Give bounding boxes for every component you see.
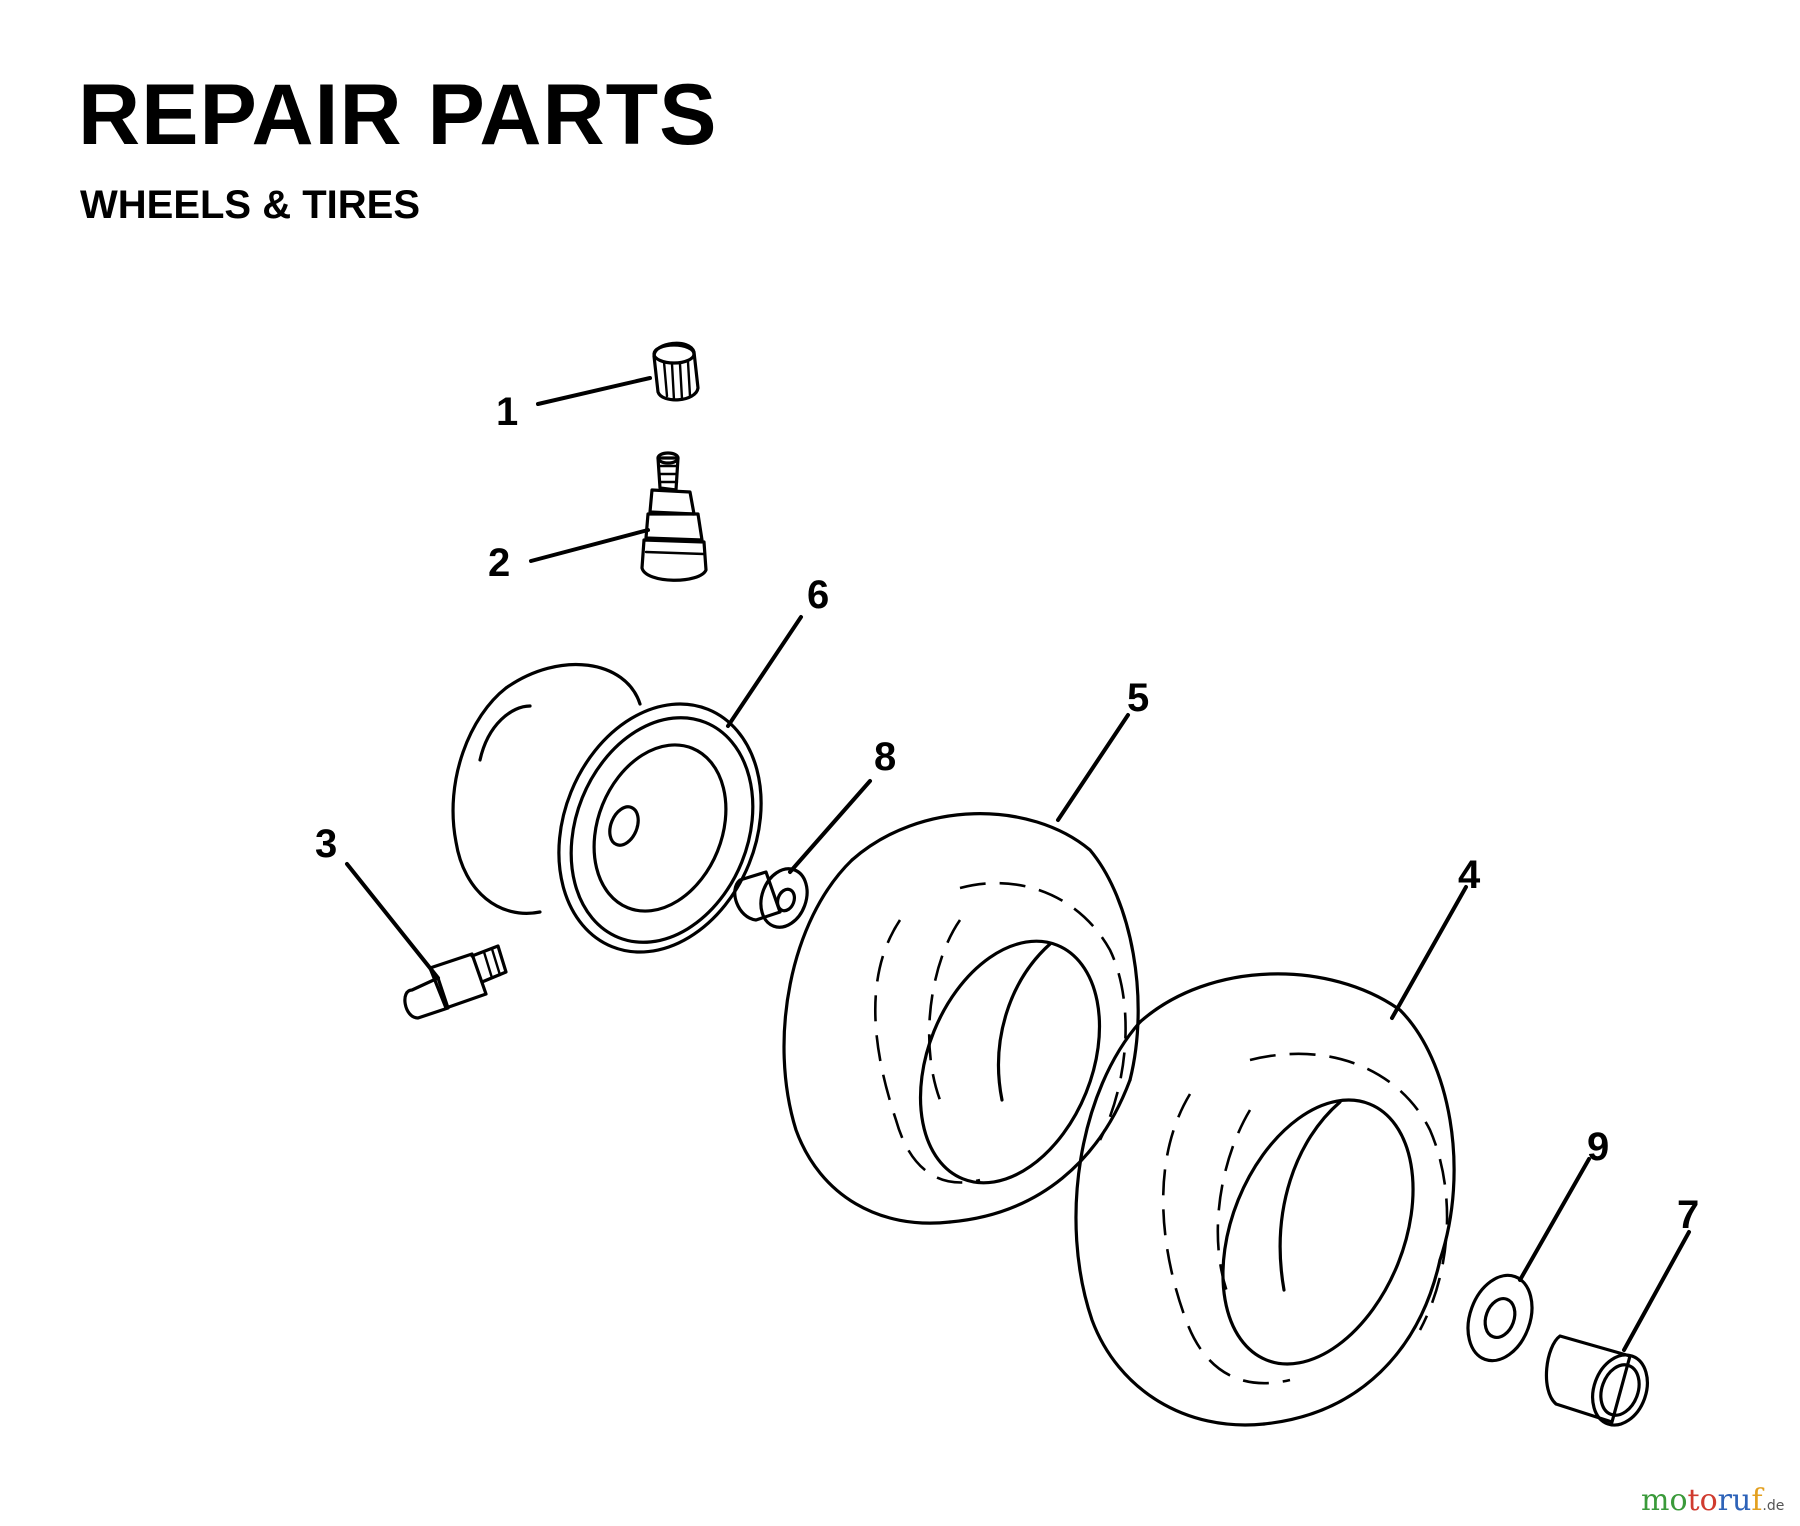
leader-line-8 <box>788 779 872 874</box>
watermark-letters: to <box>1687 1483 1718 1518</box>
callout-number-4: 4 <box>1458 853 1481 897</box>
leader-line-4 <box>1390 885 1468 1020</box>
leader-line-7 <box>1622 1230 1691 1352</box>
callout-number-3: 3 <box>315 822 337 866</box>
callout-numbers: 1 2 3 4 5 6 7 8 9 <box>315 390 1699 1237</box>
callout-number-1: 1 <box>496 390 518 434</box>
watermark-letters: f <box>1751 1483 1763 1518</box>
tire-4-drawing <box>1074 972 1456 1427</box>
callout-number-6: 6 <box>807 573 829 617</box>
leader-line-9 <box>1518 1157 1591 1282</box>
watermark-letters: ru <box>1717 1483 1752 1518</box>
leader-line-1 <box>536 376 652 406</box>
grease-fitting-drawing <box>403 944 508 1020</box>
callout-number-2: 2 <box>488 541 510 585</box>
valve-stem-drawing <box>640 451 708 582</box>
washer-drawing <box>1466 1273 1534 1363</box>
callout-number-8: 8 <box>874 735 896 779</box>
callout-number-5: 5 <box>1127 676 1149 720</box>
leader-line-5 <box>1056 713 1130 822</box>
leader-line-2 <box>529 528 650 563</box>
page-title: REPAIR PARTS <box>78 67 718 163</box>
page-subtitle: WHEELS & TIRES <box>80 183 421 227</box>
valve-cap-drawing <box>652 341 700 402</box>
leader-lines <box>345 376 1691 1352</box>
callout-number-7: 7 <box>1677 1193 1699 1237</box>
watermark-text: motoruf <box>1641 1483 1762 1518</box>
leader-line-3 <box>345 862 440 980</box>
callout-number-9: 9 <box>1587 1125 1609 1169</box>
watermark-suffix: .de <box>1762 1498 1785 1514</box>
rim-drawing <box>451 662 763 954</box>
bushing-drawing <box>1544 1334 1649 1427</box>
tire-5-drawing <box>782 812 1140 1225</box>
watermark-logo: motoruf.de <box>1641 1486 1784 1516</box>
watermark-letters: mo <box>1641 1483 1688 1518</box>
leader-line-6 <box>726 615 803 728</box>
